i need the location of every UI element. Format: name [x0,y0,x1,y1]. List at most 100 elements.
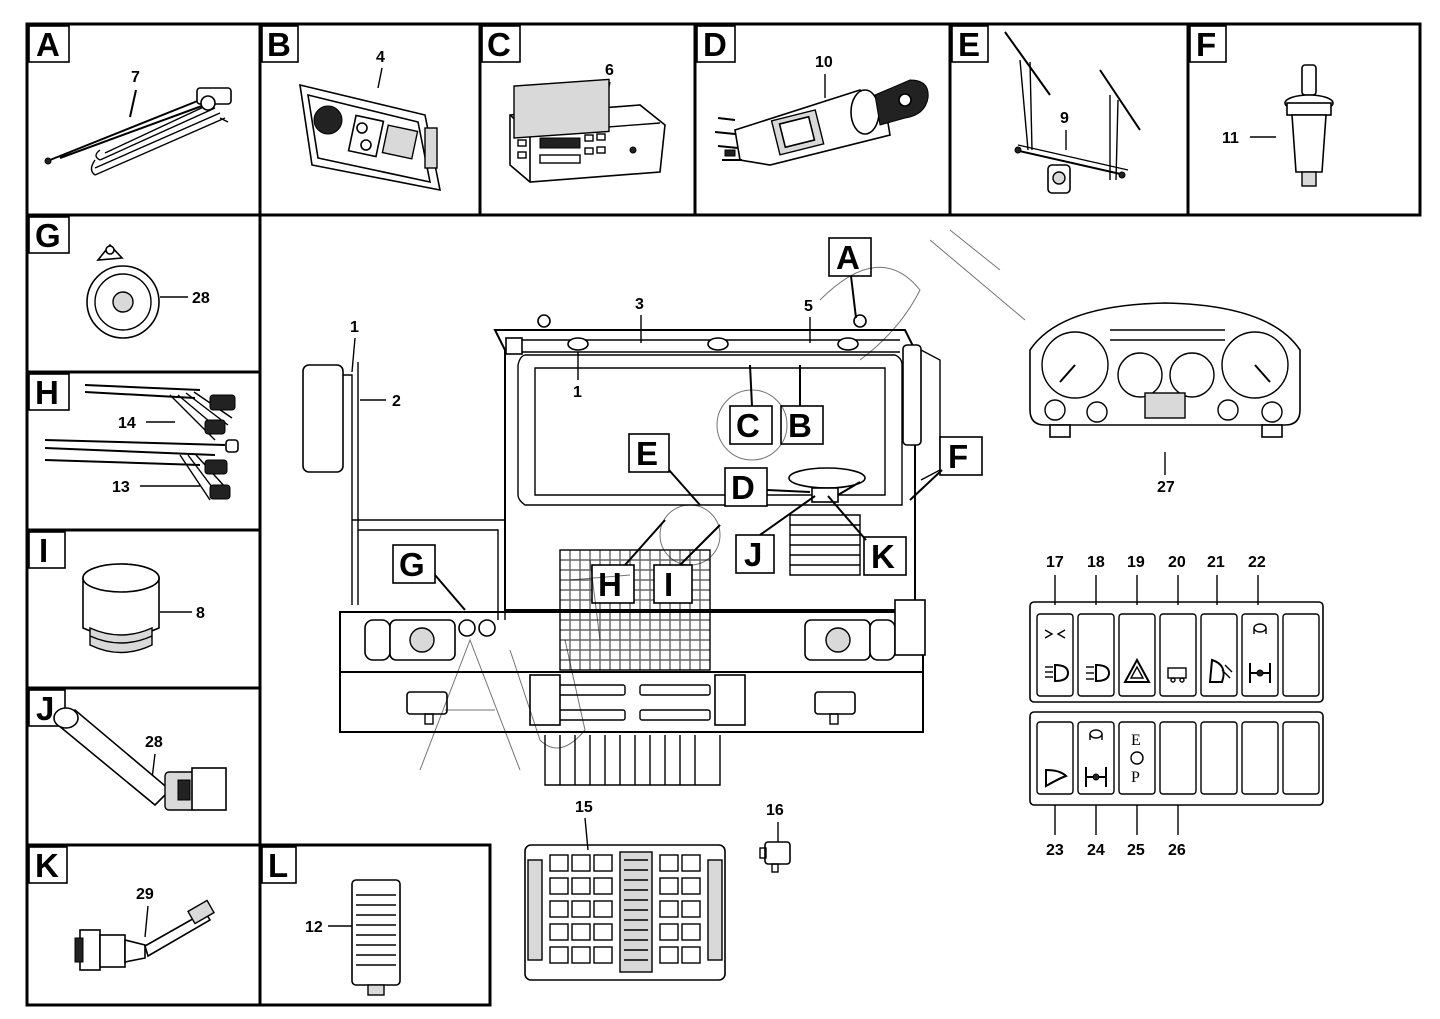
cab-label-5: 5 [804,298,813,315]
panel-h: H 14 13 [25,370,262,532]
callout-b: B [780,365,824,445]
panel-c-part-number: 6 [605,62,614,79]
panel-h-part-number-lower: 13 [112,479,130,496]
relay-label-16: 16 [766,802,784,819]
callout-c: C [729,364,773,445]
accelerator-pedal-illustration [351,879,401,996]
callout-d: D [724,467,811,507]
callout-a: A [828,237,872,319]
axle-lock-icon [1085,729,1107,787]
callout-h: H [591,519,666,604]
panel-e-part-number: 9 [1060,110,1069,127]
ignition-switch-illustration [714,79,929,166]
headlight-right [804,619,896,661]
relay-connector [759,841,791,873]
svg-text:A: A [836,239,860,276]
panel-b: B 4 [258,22,482,217]
panel-i-part-number: 8 [196,605,205,622]
callout-k: K [827,495,907,576]
worklight-icon [1044,629,1070,683]
lever-switch-illustration [74,899,215,971]
panel-d-letter: D [703,26,727,63]
panel-k: K 29 [25,843,262,1007]
switch-label-26: 26 [1168,842,1186,859]
svg-text:F: F [948,438,968,475]
panel-f-part-number: 11 [1222,130,1239,147]
switch-label-24: 24 [1087,842,1105,859]
panel-a-letter: A [36,26,60,63]
panel-g: G 28 [25,213,262,374]
callout-j: J [735,495,816,574]
callout-f: F [909,436,983,501]
panel-k-part-number: 29 [136,886,154,903]
horn-illustration [86,243,160,339]
cab-view [302,314,941,786]
panel-l-letter: L [268,847,288,884]
panel-e: E 9 [948,22,1190,217]
panel-i-letter: I [39,532,48,569]
panel-l: L 12 [258,843,492,1007]
panel-b-part-number: 4 [376,49,385,66]
panel-d: D 10 [693,22,952,217]
callout-e: E [628,433,701,506]
panel-h-letter: H [35,374,59,411]
cab-label-2: 2 [392,393,401,410]
panel-e-letter: E [958,26,980,63]
headlight-left [364,619,456,661]
beacon-icon [1167,667,1187,683]
switch-panel-top: 17 18 19 20 21 22 [1029,554,1324,703]
panel-f-letter: F [1196,26,1216,63]
panel-j-letter: J [36,690,54,727]
switch-label-18: 18 [1087,554,1105,571]
wiper-assembly-illustration [1004,31,1141,194]
panel-k-letter: K [35,847,59,884]
switch-label-25: 25 [1127,842,1145,859]
svg-text:C: C [736,407,760,444]
panel-j-part-number: 28 [145,734,163,751]
switch-label-20: 20 [1168,554,1186,571]
hazard-icon [1123,657,1151,683]
panel-f: F 11 [1186,22,1422,217]
callout-g: G [392,544,466,611]
panel-j: J 28 [25,686,262,847]
instrument-cluster [1029,302,1301,438]
ep-switch-p: P [1131,769,1140,786]
switch-label-23: 23 [1046,842,1064,859]
callout-i: I [653,524,721,604]
floodlight-icon [1208,658,1233,683]
panel-b-letter: B [267,26,291,63]
fuse-relay-box [524,844,726,981]
panel-a: A 7 [25,22,262,217]
stalk-switch-illustration [53,707,227,811]
panel-l-part-number: 12 [305,919,323,936]
diff-lock-icon [1249,623,1271,683]
fuse-box-label-15: 15 [575,799,593,816]
antenna-cable-illustration [44,87,232,176]
wiring-harness-illustration [44,384,239,501]
cab-label-1: 1 [573,384,582,401]
switch-label-21: 21 [1207,554,1225,571]
panel-i: I 8 [25,528,262,690]
ep-switch-e: E [1131,732,1141,749]
switch-label-22: 22 [1248,554,1266,571]
horn-switch-icon [1045,768,1068,788]
svg-text:D: D [731,469,755,506]
panel-d-part-number: 10 [815,54,833,71]
fog-light-icon [1086,663,1111,683]
panel-h-part-number-upper: 14 [118,415,136,432]
cab-label-mirror-1: 1 [350,319,359,336]
radio-unit-illustration [299,83,442,192]
svg-text:H: H [598,566,622,603]
cap-illustration [82,563,160,654]
svg-text:E: E [636,435,658,472]
ep-switch-icon: E P [1130,732,1144,786]
cab-label-3: 3 [635,296,644,313]
panel-c-letter: C [487,26,511,63]
switch-label-17: 17 [1046,554,1064,571]
panel-c: C 6 [478,22,697,217]
svg-text:K: K [871,538,895,575]
sensor-plug-illustration [1284,64,1334,187]
panel-g-part-number: 28 [192,290,210,307]
